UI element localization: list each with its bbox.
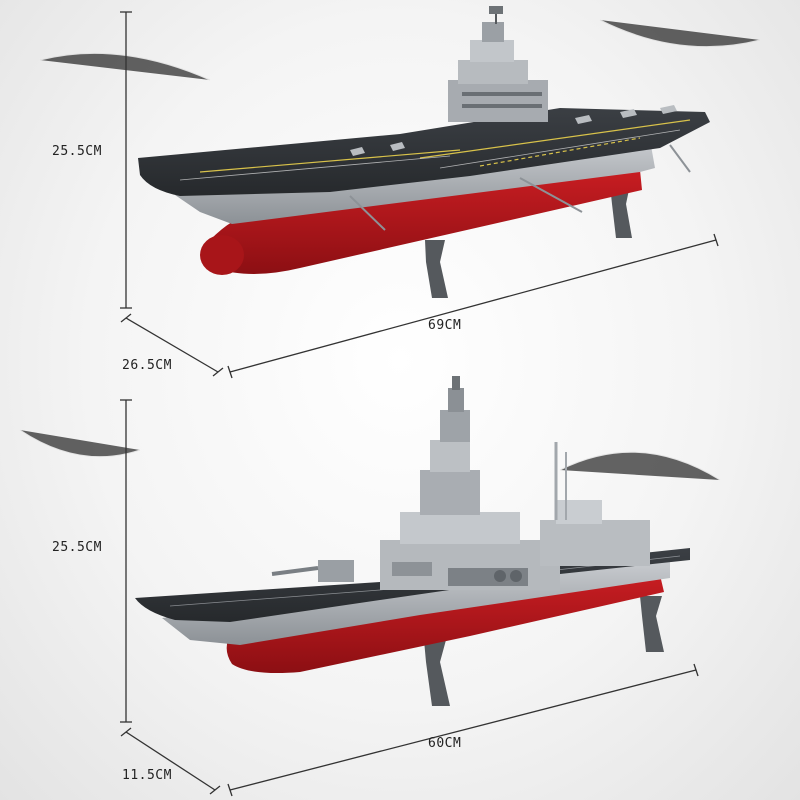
- destroyer-width-label: 11.5CM: [122, 768, 172, 783]
- destroyer-superstructure: [380, 376, 560, 590]
- destroyer-dimension-lines: [120, 399, 699, 797]
- destroyer-length-label: 60CM: [428, 736, 462, 751]
- carrier-aircraft: [350, 105, 677, 156]
- aircraft-carrier-model: [138, 6, 710, 298]
- carrier-hull: [206, 170, 642, 274]
- carrier-antennas: [349, 144, 691, 231]
- destroyer-hull: [226, 575, 664, 673]
- carrier-width-label: 26.5CM: [122, 358, 172, 373]
- carrier-length-label: 69CM: [428, 318, 462, 333]
- destroyer-height-label: 25.5CM: [52, 540, 102, 555]
- background-texture: [19, 19, 761, 481]
- carrier-deck-markings: [199, 119, 691, 173]
- destroyer-forward-gun: [271, 560, 354, 582]
- destroyer-stand: [424, 596, 664, 706]
- carrier-flight-deck: [138, 108, 710, 196]
- carrier-deck-lines: [179, 129, 681, 181]
- destroyer-model: [135, 376, 690, 706]
- carrier-stand: [425, 185, 632, 298]
- carrier-bow-bulb: [200, 235, 244, 275]
- destroyer-aft-superstructure: [540, 442, 650, 566]
- carrier-dimension-lines: [120, 11, 719, 379]
- carrier-island: [448, 6, 548, 122]
- carrier-height-label: 25.5CM: [52, 144, 102, 159]
